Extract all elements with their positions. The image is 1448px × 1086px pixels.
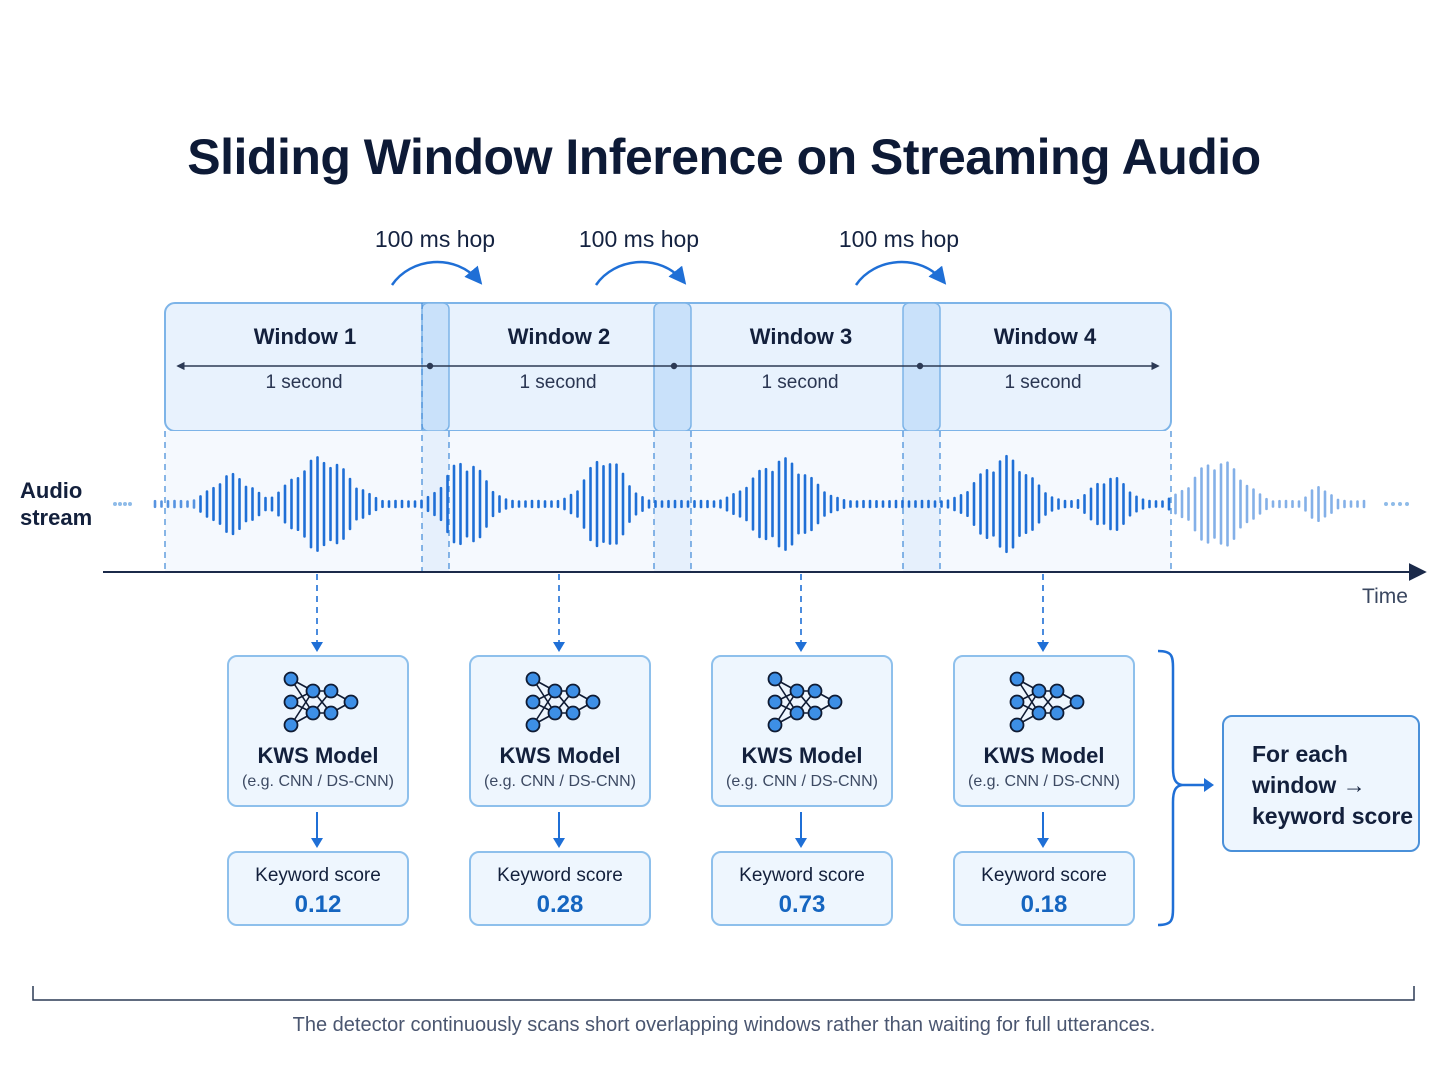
caption: The detector continuously scans short ov…: [292, 1014, 1156, 1036]
model-subtitle: (e.g. CNN / DS-CNN): [241, 773, 394, 790]
neural-network-icon: [283, 671, 359, 733]
neural-network-icon: [1009, 671, 1085, 733]
score-value: 0.12: [294, 891, 342, 918]
arrowheads: [311, 642, 1049, 652]
kws-model-box-2: KWS Model (e.g. CNN / DS-CNN): [469, 655, 651, 807]
keyword-score-box-2: Keyword score 0.28: [469, 851, 651, 926]
model-subtitle: (e.g. CNN / DS-CNN): [967, 773, 1120, 790]
score-label: Keyword score: [981, 865, 1107, 886]
hop-label-2: 100 ms hop: [578, 226, 700, 252]
overlap-band-1-2: [421, 302, 450, 432]
hop-label-1: 100 ms hop: [374, 226, 496, 252]
window-2-duration: 1 second: [519, 372, 597, 393]
page-title: Sliding Window Inference on Streaming Au…: [187, 129, 1261, 185]
summary-text: For each window → keyword score: [1252, 741, 1414, 829]
caption-bracket: [32, 986, 1415, 1001]
duration-arrows: [176, 361, 1160, 371]
window-1-duration: 1 second: [265, 372, 343, 393]
audio-waveform: [113, 454, 1409, 554]
score-label: Keyword score: [497, 865, 623, 886]
window-4-label: Window 4: [993, 324, 1097, 349]
window-3-label: Window 3: [749, 324, 853, 349]
kws-model-box-4: KWS Model (e.g. CNN / DS-CNN): [953, 655, 1135, 807]
grouping-brace: [1157, 649, 1207, 927]
score-label: Keyword score: [739, 865, 865, 886]
model-subtitle: (e.g. CNN / DS-CNN): [725, 773, 878, 790]
model-title: KWS Model: [983, 743, 1105, 768]
hop-label-3: 100 ms hop: [838, 226, 960, 252]
neural-network-icon: [767, 671, 843, 733]
window-to-model-arrows: [316, 574, 1044, 644]
kws-model-box-3: KWS Model (e.g. CNN / DS-CNN): [711, 655, 893, 807]
curved-arrow-icon: [390, 260, 947, 286]
model-title: KWS Model: [499, 743, 621, 768]
window-4-duration: 1 second: [1004, 372, 1082, 393]
window-2-label: Window 2: [507, 324, 611, 349]
kws-model-box-1: KWS Model (e.g. CNN / DS-CNN): [227, 655, 409, 807]
keyword-score-box-4: Keyword score 0.18: [953, 851, 1135, 926]
keyword-score-box-3: Keyword score 0.73: [711, 851, 893, 926]
window-1-label: Window 1: [253, 324, 357, 349]
keyword-score-box-1: Keyword score 0.12: [227, 851, 409, 926]
score-value: 0.28: [536, 891, 584, 918]
score-value: 0.73: [778, 891, 826, 918]
model-title: KWS Model: [741, 743, 863, 768]
time-axis-label: Time: [1362, 585, 1408, 608]
score-value: 0.18: [1020, 891, 1068, 918]
model-to-score-arrows: [316, 812, 1044, 840]
neural-network-icon: [525, 671, 601, 733]
score-label: Keyword score: [255, 865, 381, 886]
window-3-duration: 1 second: [761, 372, 839, 393]
model-title: KWS Model: [257, 743, 379, 768]
audio-stream-label: Audio stream: [20, 478, 93, 530]
model-subtitle: (e.g. CNN / DS-CNN): [483, 773, 636, 790]
summary-box: For each window → keyword score: [1222, 715, 1420, 852]
